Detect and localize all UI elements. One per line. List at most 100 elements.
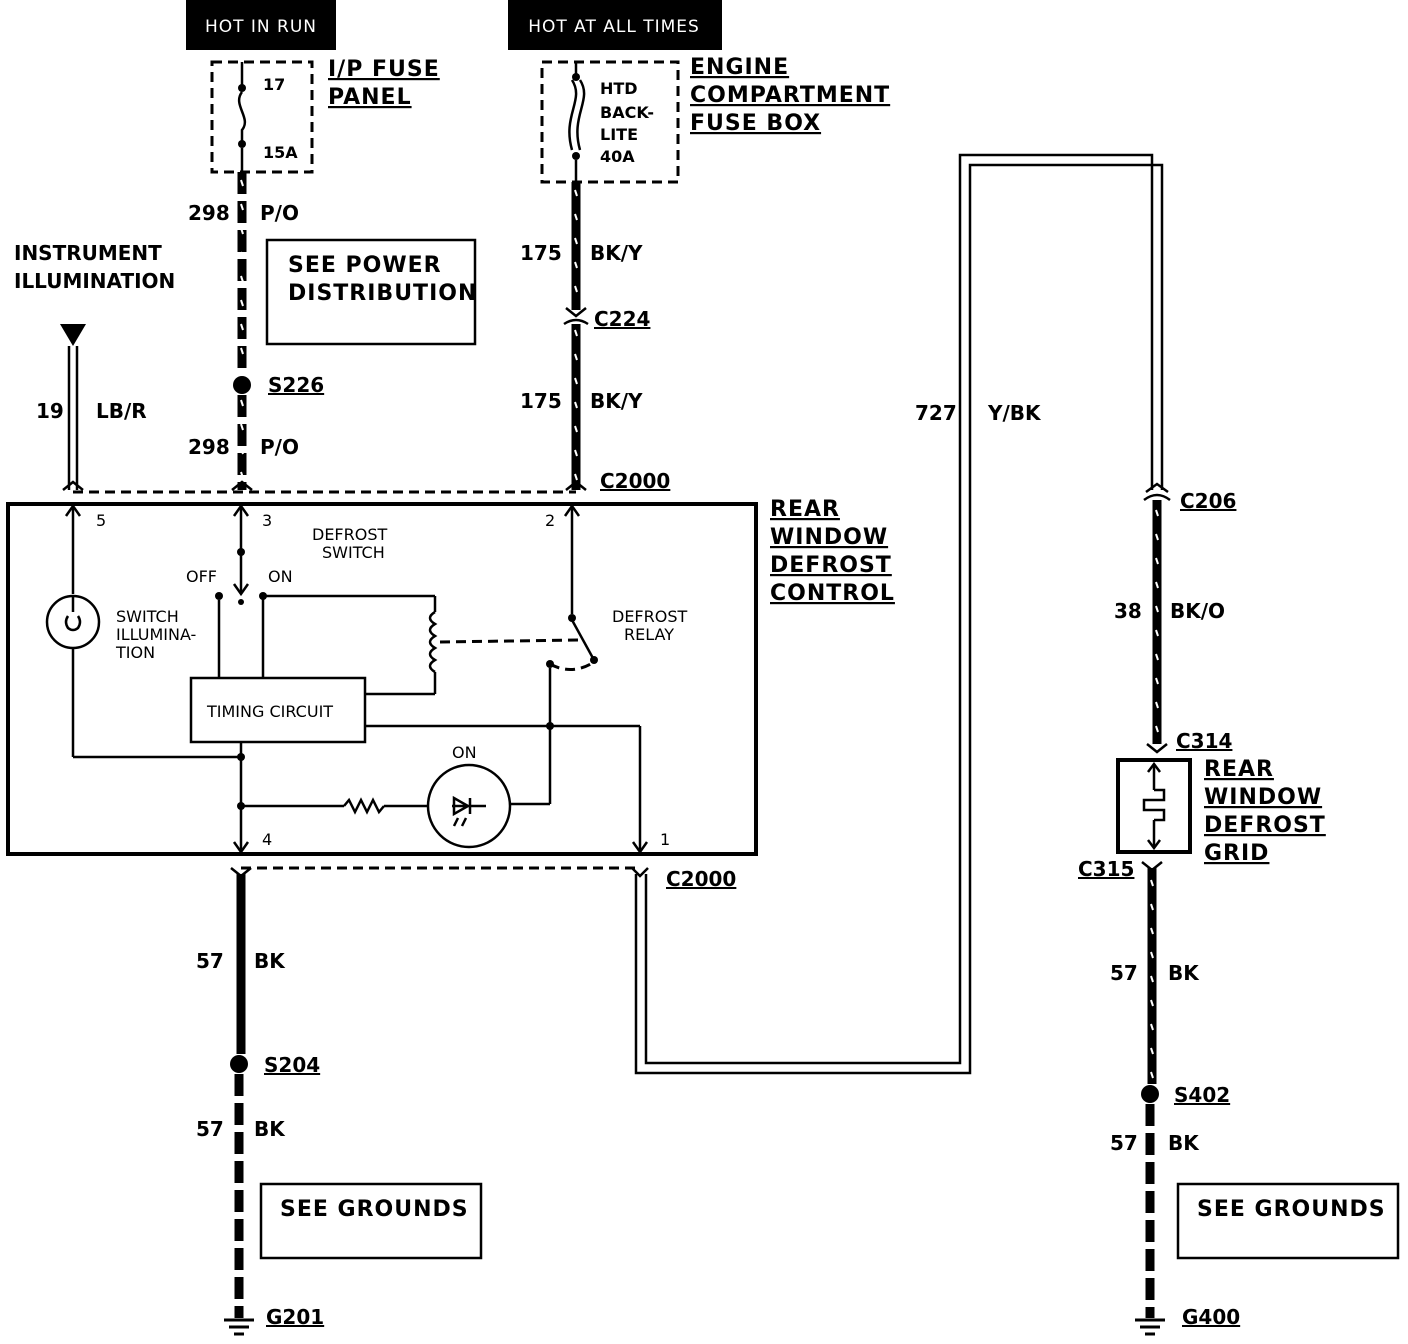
connector-c314: C314 (1176, 729, 1232, 753)
splice-s226: S226 (268, 373, 324, 397)
svg-text:DISTRIBUTION: DISTRIBUTION (288, 281, 477, 306)
w19-color: LB/R (96, 399, 147, 423)
ip-fuse-number: 17 (263, 75, 285, 94)
see-power-distribution-note: SEE POWER DISTRIBUTION (265, 238, 477, 346)
instrument-illumination-2: ILLUMINATION (14, 269, 175, 293)
engine-fuse-line-1: HTD (600, 79, 638, 98)
svg-text:HOT AT ALL TIMES: HOT AT ALL TIMES (528, 17, 700, 37)
switch-illumination-2: ILLUMINA- (116, 625, 196, 644)
w298-bottom-color: P/O (260, 435, 299, 459)
wire-hatch-mark (1150, 1023, 1154, 1031)
w38-circuit: 38 (1114, 599, 1142, 623)
wire-hatch-mark (1155, 653, 1159, 661)
defrost-relay-2: RELAY (624, 625, 674, 644)
ip-fuse-panel: 17 15A (210, 60, 314, 174)
splice-s204-dot (230, 1055, 248, 1073)
engine-fuse-box: HTD BACK- LITE 40A (540, 60, 680, 184)
wire-hatch-mark (240, 299, 244, 307)
w57-left-top-color: BK (254, 949, 286, 973)
ip-fuse-rating: 15A (263, 143, 298, 162)
wire-hatch-mark (1155, 629, 1159, 637)
wire-hatch-mark (240, 399, 244, 407)
pin-2: 2 (545, 511, 555, 530)
wire-hatch-mark (1155, 677, 1159, 685)
wire-hatch-mark (1155, 557, 1159, 565)
wire-hatch-mark (574, 377, 578, 385)
wire-hatch-mark (240, 423, 244, 431)
wire-hatch-mark (240, 447, 244, 455)
w298-top-circuit: 298 (188, 201, 230, 225)
instrument-illumination-1: INSTRUMENT (14, 241, 162, 265)
wire-hatch-mark (240, 203, 244, 211)
led-on: ON (452, 743, 477, 762)
module-name-3: DEFROST (770, 553, 892, 578)
wire-hatch-mark (1150, 999, 1154, 1007)
grid-name-4: GRID (1204, 841, 1269, 866)
wire-19 (60, 324, 86, 491)
switch-illumination-1: SWITCH (116, 607, 179, 626)
splice-s402: S402 (1174, 1083, 1230, 1107)
w57-left-bottom-color: BK (254, 1117, 286, 1141)
grid-name-2: WINDOW (1204, 785, 1322, 810)
splice-s402-dot (1141, 1085, 1159, 1103)
wire-hatch-mark (1155, 605, 1159, 613)
wire-hatch-mark (574, 237, 578, 245)
wire-hatch-mark (1155, 725, 1159, 733)
wire-hatch-mark (1150, 975, 1154, 983)
w57-left-bottom-circuit: 57 (196, 1117, 224, 1141)
wire-hatch-mark (240, 323, 244, 331)
module-name-4: CONTROL (770, 581, 895, 606)
defrost-switch-2: SWITCH (322, 543, 385, 562)
connector-c206: C206 (1180, 489, 1236, 513)
svg-text:SEE GROUNDS: SEE GROUNDS (280, 1197, 469, 1222)
defrost-relay-1: DEFROST (612, 607, 688, 626)
switch-off: OFF (186, 567, 217, 586)
w57-right-top-circuit: 57 (1110, 961, 1138, 985)
see-grounds-right-note: SEE GROUNDS (1176, 1182, 1400, 1260)
wire-hatch-mark (574, 213, 578, 221)
wire-hatch-mark (574, 425, 578, 433)
ground-g400: G400 (1182, 1305, 1240, 1329)
w298-top-color: P/O (260, 201, 299, 225)
wire-hatch-mark (1150, 879, 1154, 887)
ground-g201: G201 (266, 1305, 324, 1329)
pin-3: 3 (262, 511, 272, 530)
splice-s204: S204 (264, 1053, 320, 1077)
wire-hatch-mark (1155, 509, 1159, 517)
connector-c2000-top: C2000 (600, 469, 670, 493)
engine-box-label-2: COMPARTMENT (690, 83, 890, 108)
wire-hatch-mark (240, 347, 244, 355)
engine-box-label-1: ENGINE (690, 55, 789, 80)
wire-hatch-mark (240, 275, 244, 283)
wire-hatch-mark (1155, 533, 1159, 541)
wire-298 (231, 172, 253, 491)
defrost-control-module: 5 3 2 4 1 SWITCH ILLUMINA- TION DEFROST … (6, 502, 758, 856)
pin-1: 1 (660, 830, 670, 849)
hot-at-all-times-banner: HOT AT ALL TIMES (508, 0, 722, 50)
wire-hatch-mark (574, 329, 578, 337)
pin-4: 4 (262, 830, 272, 849)
wire-hatch-mark (574, 353, 578, 361)
wire-hatch-mark (1150, 903, 1154, 911)
module-name-2: WINDOW (770, 525, 888, 550)
connector-c315: C315 (1078, 857, 1134, 881)
wire-57-left (224, 867, 254, 1336)
switch-illumination-3: TION (115, 643, 155, 662)
w175-bottom-circuit: 175 (520, 389, 562, 413)
wire-hatch-mark (574, 449, 578, 457)
see-grounds-left-note: SEE GROUNDS (259, 1182, 483, 1260)
w57-right-bottom-circuit: 57 (1110, 1131, 1138, 1155)
hot-in-run-banner: HOT IN RUN (186, 0, 336, 50)
grid-name-3: DEFROST (1204, 813, 1326, 838)
wire-hatch-mark (1155, 701, 1159, 709)
engine-box-label-3: FUSE BOX (690, 111, 821, 136)
pin-5: 5 (96, 511, 106, 530)
svg-text:SEE POWER: SEE POWER (288, 253, 442, 278)
ip-fuse-panel-label-1: I/P FUSE (328, 57, 440, 82)
engine-fuse-line-2: BACK- (600, 103, 654, 122)
w57-right-top-color: BK (1168, 961, 1200, 985)
connector-c224: C224 (594, 307, 650, 331)
wire-hatch-mark (574, 473, 578, 481)
wire-727 (631, 153, 1169, 1075)
wire-hatch-mark (574, 261, 578, 269)
